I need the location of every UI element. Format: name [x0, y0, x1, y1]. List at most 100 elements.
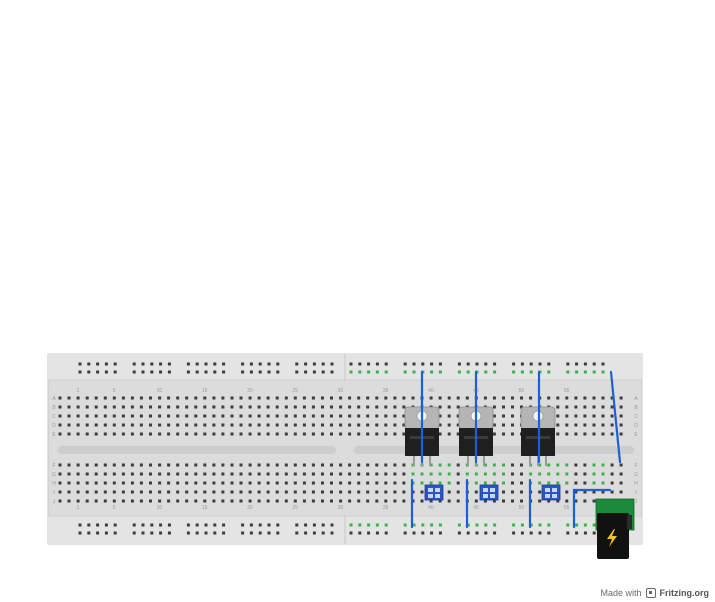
terminal-hole-top[interactable]	[67, 414, 71, 418]
terminal-hole-bottom[interactable]	[511, 472, 514, 476]
terminal-hole-bottom[interactable]	[266, 490, 270, 494]
rail-hole-top[interactable]	[512, 362, 516, 366]
terminal-hole-top[interactable]	[158, 432, 162, 436]
terminal-hole-bottom[interactable]	[239, 490, 243, 494]
terminal-hole-bottom[interactable]	[221, 472, 225, 476]
terminal-hole-bottom[interactable]	[203, 463, 207, 467]
rail-hole-bottom[interactable]	[484, 523, 488, 527]
rail-hole-top[interactable]	[104, 370, 108, 374]
terminal-hole-top[interactable]	[239, 414, 243, 418]
rail-hole-top[interactable]	[430, 362, 434, 366]
terminal-hole-top[interactable]	[275, 396, 279, 400]
rail-hole-top[interactable]	[321, 362, 325, 366]
terminal-hole-top[interactable]	[619, 396, 623, 400]
terminal-hole-top[interactable]	[257, 414, 261, 418]
terminal-hole-top[interactable]	[130, 432, 134, 436]
rail-hole-top[interactable]	[484, 370, 488, 374]
terminal-hole-top[interactable]	[366, 423, 370, 427]
terminal-hole-bottom[interactable]	[348, 490, 352, 494]
terminal-hole-top[interactable]	[284, 414, 288, 418]
terminal-hole-bottom[interactable]	[275, 499, 279, 503]
terminal-hole-bottom[interactable]	[275, 490, 279, 494]
rail-hole-top[interactable]	[304, 370, 308, 374]
rail-hole-top[interactable]	[583, 370, 587, 374]
rail-hole-top[interactable]	[330, 370, 334, 374]
terminal-hole-top[interactable]	[112, 396, 116, 400]
terminal-hole-top[interactable]	[194, 405, 198, 409]
terminal-hole-bottom[interactable]	[502, 490, 505, 494]
terminal-hole-top[interactable]	[565, 414, 569, 418]
terminal-hole-bottom[interactable]	[357, 499, 361, 503]
rail-hole-bottom[interactable]	[249, 523, 253, 527]
rail-hole-bottom[interactable]	[213, 523, 217, 527]
terminal-hole-top[interactable]	[76, 432, 80, 436]
terminal-hole-top[interactable]	[158, 396, 162, 400]
rail-hole-top[interactable]	[141, 370, 145, 374]
rail-hole-bottom[interactable]	[475, 523, 479, 527]
terminal-hole-bottom[interactable]	[384, 472, 388, 476]
rail-hole-bottom[interactable]	[367, 531, 371, 535]
rail-hole-top[interactable]	[575, 362, 579, 366]
terminal-hole-top[interactable]	[583, 396, 587, 400]
rail-hole-top[interactable]	[412, 362, 416, 366]
terminal-hole-top[interactable]	[248, 414, 252, 418]
terminal-hole-top[interactable]	[393, 405, 397, 409]
terminal-hole-top[interactable]	[284, 432, 288, 436]
terminal-hole-bottom[interactable]	[248, 472, 252, 476]
rail-hole-top[interactable]	[150, 370, 154, 374]
terminal-hole-bottom[interactable]	[130, 490, 134, 494]
terminal-hole-top[interactable]	[348, 414, 352, 418]
terminal-hole-top[interactable]	[321, 414, 324, 418]
rail-hole-bottom[interactable]	[403, 523, 407, 527]
terminal-hole-top[interactable]	[203, 414, 207, 418]
terminal-hole-top[interactable]	[293, 432, 297, 436]
terminal-hole-top[interactable]	[456, 432, 460, 436]
terminal-hole-top[interactable]	[130, 414, 134, 418]
rail-hole-bottom[interactable]	[249, 531, 253, 535]
terminal-hole-bottom[interactable]	[429, 481, 433, 485]
terminal-hole-bottom[interactable]	[275, 472, 279, 476]
terminal-hole-top[interactable]	[85, 414, 89, 418]
terminal-hole-top[interactable]	[447, 396, 451, 400]
terminal-hole-top[interactable]	[239, 396, 243, 400]
terminal-hole-bottom[interactable]	[321, 499, 324, 503]
terminal-hole-top[interactable]	[212, 396, 216, 400]
terminal-hole-bottom[interactable]	[574, 481, 578, 485]
terminal-hole-bottom[interactable]	[248, 463, 252, 467]
terminal-hole-top[interactable]	[311, 414, 315, 418]
terminal-hole-bottom[interactable]	[583, 481, 587, 485]
terminal-hole-top[interactable]	[167, 423, 171, 427]
terminal-hole-bottom[interactable]	[520, 481, 523, 485]
terminal-hole-bottom[interactable]	[375, 481, 379, 485]
terminal-hole-bottom[interactable]	[103, 463, 107, 467]
terminal-hole-top[interactable]	[302, 396, 306, 400]
terminal-hole-top[interactable]	[574, 423, 578, 427]
terminal-hole-top[interactable]	[321, 396, 324, 400]
terminal-hole-bottom[interactable]	[130, 481, 134, 485]
terminal-hole-bottom[interactable]	[348, 499, 352, 503]
rail-hole-bottom[interactable]	[132, 531, 136, 535]
rail-hole-bottom[interactable]	[375, 523, 379, 527]
terminal-hole-bottom[interactable]	[58, 490, 62, 494]
terminal-hole-top[interactable]	[520, 405, 523, 409]
terminal-hole-top[interactable]	[275, 405, 279, 409]
terminal-hole-bottom[interactable]	[502, 472, 505, 476]
terminal-hole-top[interactable]	[348, 396, 352, 400]
terminal-hole-bottom[interactable]	[275, 481, 279, 485]
rail-hole-top[interactable]	[213, 362, 217, 366]
rail-hole-top[interactable]	[375, 370, 379, 374]
rail-hole-bottom[interactable]	[403, 531, 407, 535]
rail-hole-top[interactable]	[204, 370, 208, 374]
terminal-hole-bottom[interactable]	[67, 481, 71, 485]
rail-hole-bottom[interactable]	[304, 531, 308, 535]
terminal-hole-bottom[interactable]	[393, 472, 397, 476]
rail-hole-bottom[interactable]	[113, 531, 117, 535]
terminal-hole-top[interactable]	[402, 432, 406, 436]
rail-hole-top[interactable]	[430, 370, 434, 374]
terminal-hole-top[interactable]	[311, 423, 315, 427]
terminal-hole-bottom[interactable]	[610, 490, 614, 494]
terminal-hole-bottom[interactable]	[185, 499, 189, 503]
terminal-hole-bottom[interactable]	[492, 472, 496, 476]
terminal-hole-top[interactable]	[357, 396, 361, 400]
terminal-hole-top[interactable]	[402, 405, 406, 409]
